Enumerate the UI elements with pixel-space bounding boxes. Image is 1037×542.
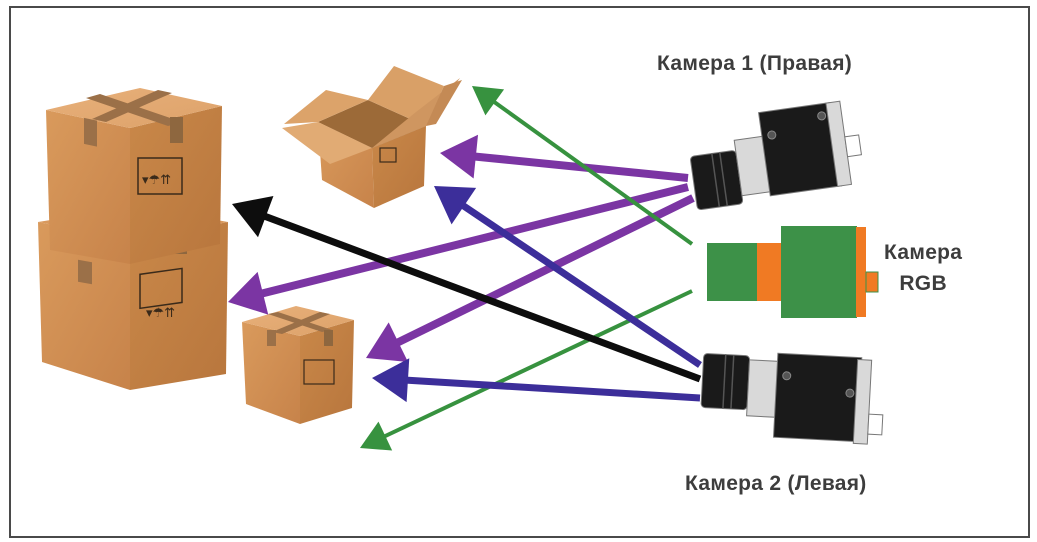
arrow-shaft [260,211,702,383]
stacked-boxes: ▾☂⇈ ▾☂⇈ [38,88,228,390]
fragile-symbols-icon: ▾☂⇈ [139,267,183,321]
arrow-shaft [258,183,689,299]
arrow-head [232,196,274,238]
arrow-shaft [490,98,694,246]
arrow-head [434,186,477,225]
flap-front-right [372,78,460,148]
arrow-shaft [392,194,695,348]
svg-text:▾☂⇈: ▾☂⇈ [142,173,171,188]
arrow-rgb-to-below-small-box [360,289,693,451]
camera-rgb-label-line1: Камера [884,241,963,264]
camera-rgb-label-line2: RGB [899,272,947,295]
camera-rgb-body [781,226,857,318]
arrows-layer [228,86,702,451]
camera-1-lens [690,150,744,211]
arrow-cam2-to-small-box [372,358,701,403]
arrow-cam1-to-stacked-boxes [228,183,689,315]
arrow-head [440,134,479,179]
arrow-cam1-to-small-box [366,194,695,362]
arrow-head [360,421,393,451]
arrow-shaft [380,289,693,440]
arrow-head [472,86,505,116]
camera-rgb [707,226,879,318]
fragile-symbols-icon [303,359,335,385]
arrow-shaft [403,376,701,402]
arrow-cam2-to-stacked-boxes [232,196,702,383]
camera-1 [690,100,863,211]
camera-rgb-label: Камера RGB [884,237,962,299]
arrow-shaft [471,152,689,182]
flap-back-left [284,90,368,124]
camera-rgb-lens [707,243,757,301]
camera-2 [700,352,884,445]
arrow-cam2-to-open-box [434,186,702,368]
fragile-symbols-icon: ▾☂⇈ [137,157,183,195]
svg-text:▾☂⇈: ▾☂⇈ [146,306,175,321]
arrow-head [228,271,269,315]
arrow-cam1-to-open-box [440,134,689,182]
arrow-shaft [458,200,702,368]
arrow-rgb-to-above-open-box [472,86,694,246]
open-box [282,66,462,208]
camera-2-label: Камера 2 (Левая) [685,472,867,495]
camera-1-label: Камера 1 (Правая) [657,52,853,75]
arrow-head [366,322,409,362]
camera-2-body [772,352,863,443]
arrow-head [372,358,410,403]
fragile-symbols-icon [379,147,397,163]
stacked-box-top: ▾☂⇈ [46,88,222,264]
small-box [242,306,354,424]
flap-front-left [282,122,372,164]
